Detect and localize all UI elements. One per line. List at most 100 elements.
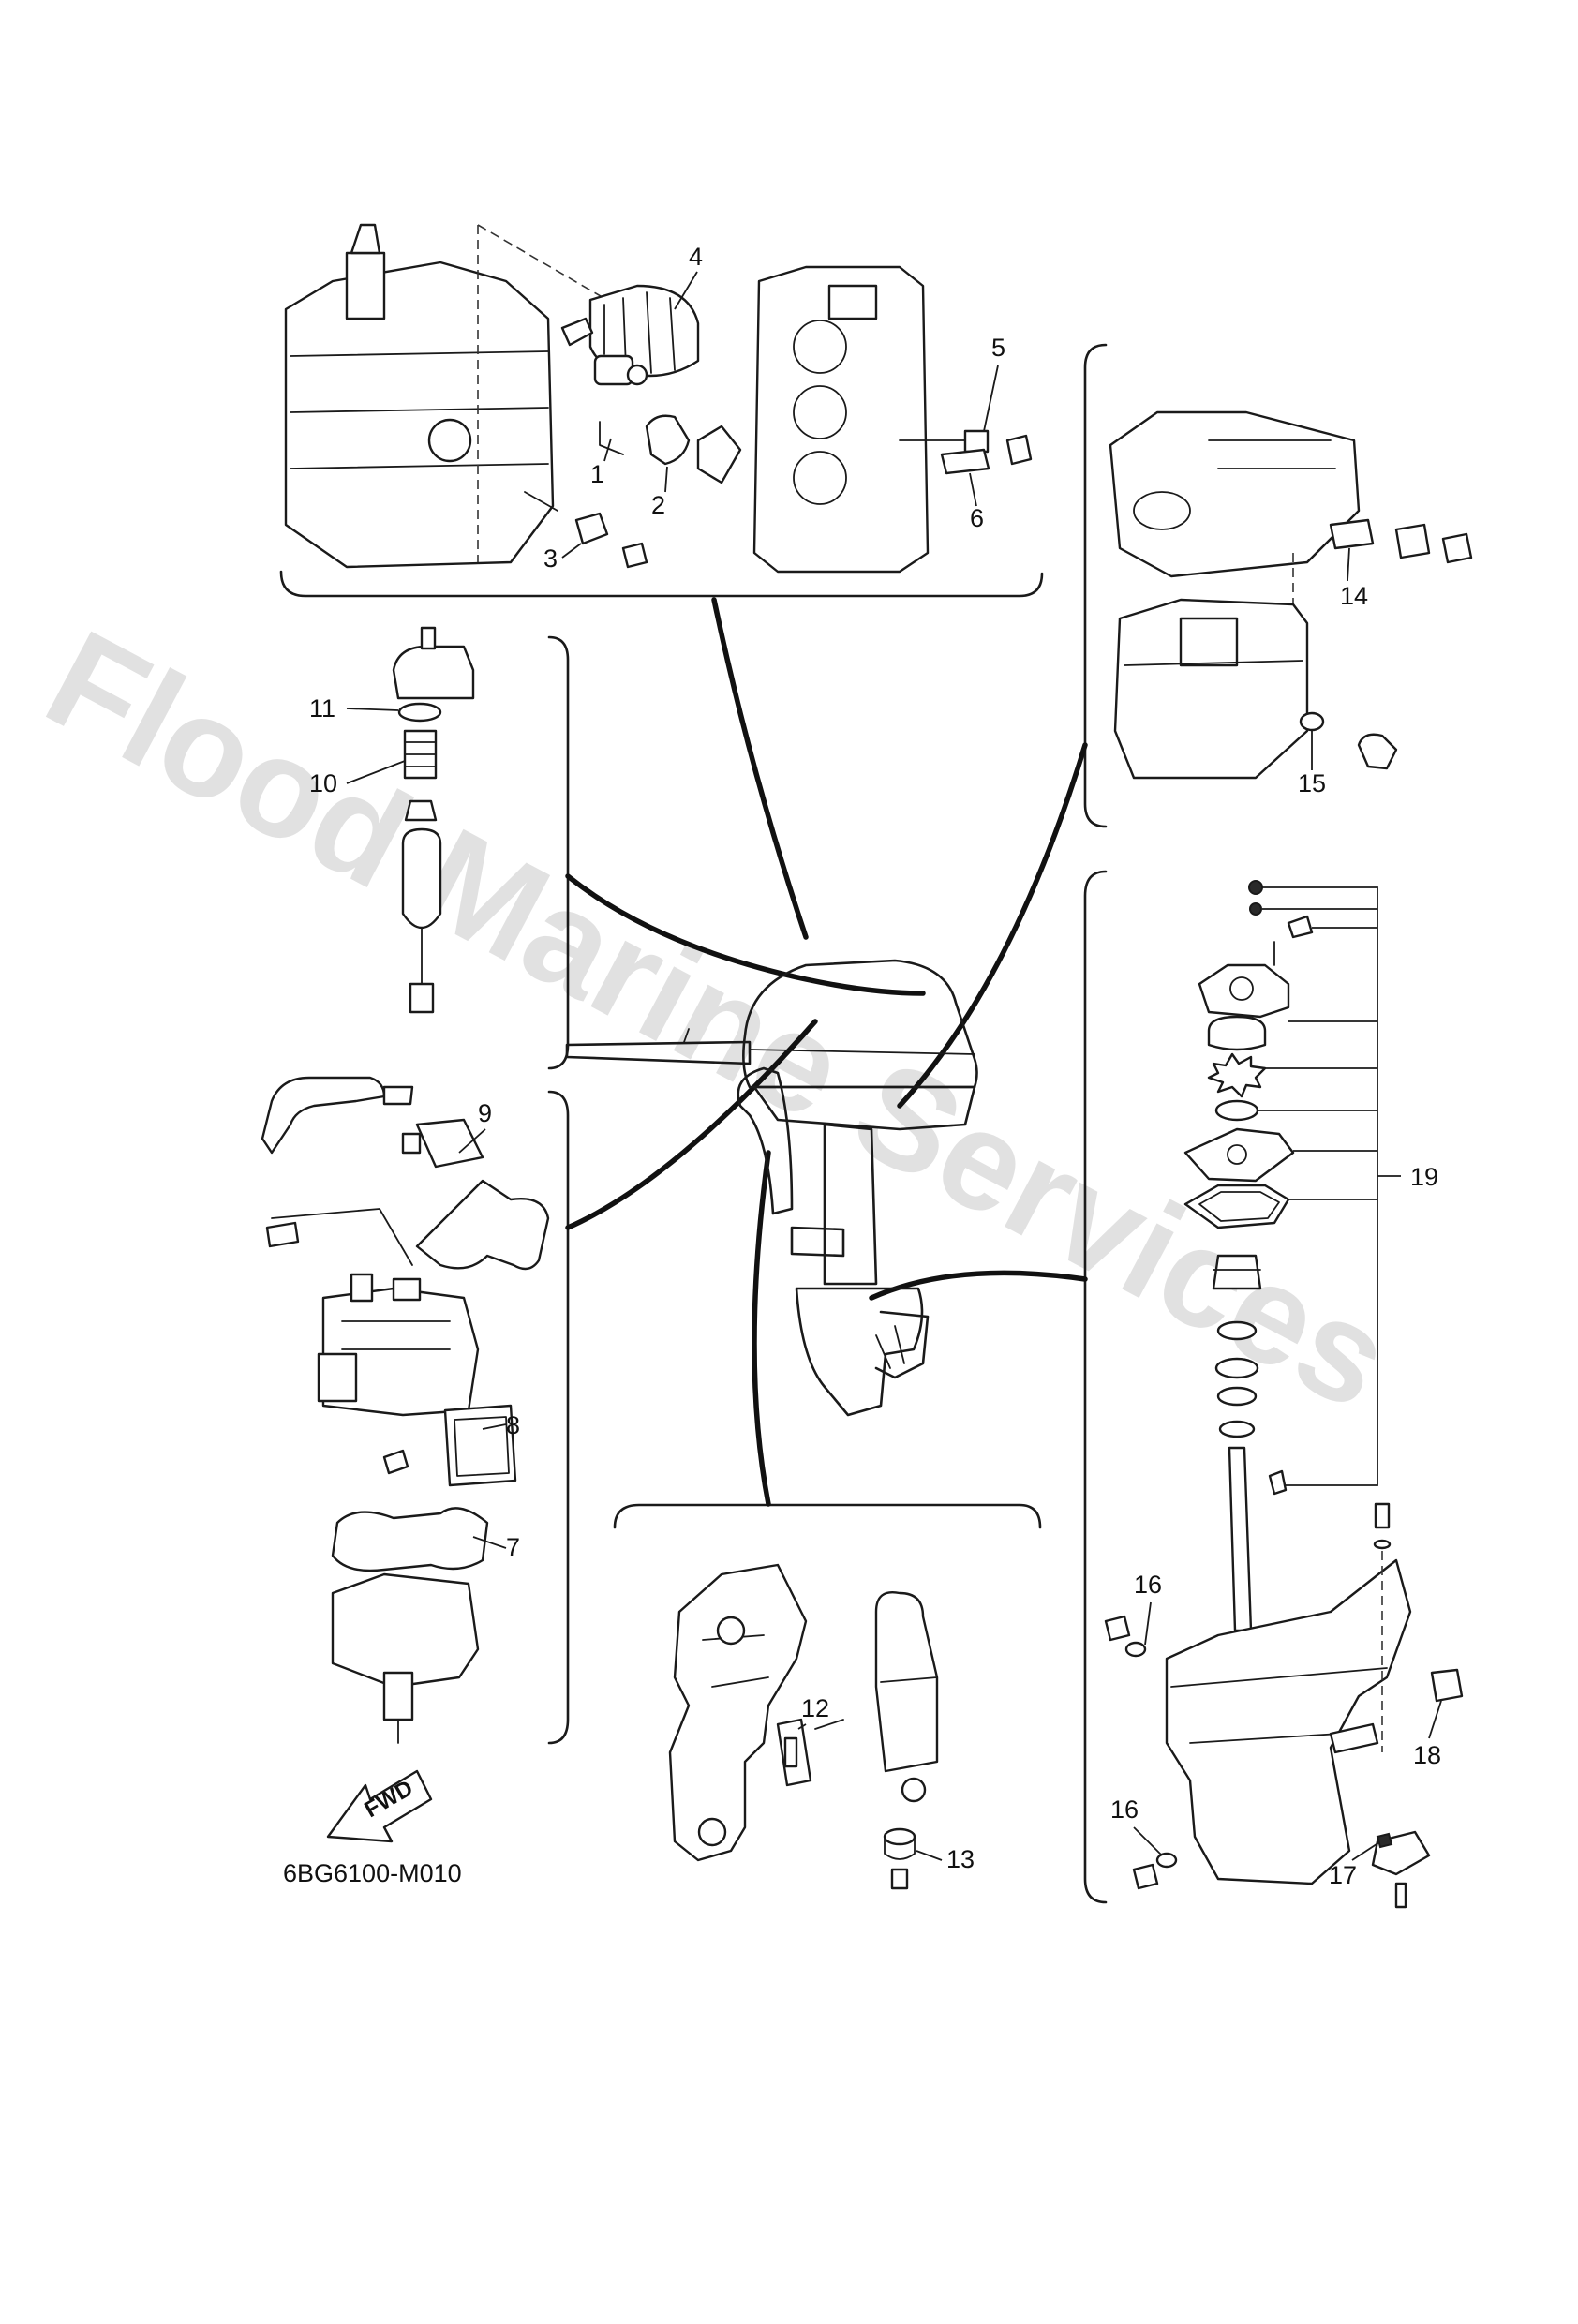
anode-screw xyxy=(524,491,558,512)
exhaust-guide-port xyxy=(1133,491,1191,530)
leader-6 xyxy=(969,472,977,507)
clamp-bracket xyxy=(737,1066,794,1215)
gearcase-nose xyxy=(1329,1722,1379,1754)
head-bolt xyxy=(1005,434,1033,466)
shim xyxy=(1218,1420,1256,1438)
exhaust-guide xyxy=(1109,410,1361,578)
tilt-cylinder-end xyxy=(901,1777,927,1803)
fwd-indicator: FWD xyxy=(326,1769,433,1843)
leader-9 xyxy=(458,1128,486,1154)
carb-idle-screw xyxy=(392,1277,422,1302)
fwd-arrow-icon xyxy=(326,1769,433,1843)
grommet-screw xyxy=(814,1719,844,1730)
bracket-hole-bottom xyxy=(697,1817,727,1847)
pump-oring xyxy=(1214,1099,1259,1122)
tilt-cylinder-band xyxy=(880,1676,938,1683)
filter-bowl xyxy=(401,827,442,930)
combustion-chamber-3 xyxy=(793,451,847,505)
combustion-chamber-1 xyxy=(793,320,847,374)
head-top-boss xyxy=(827,284,878,320)
callout-2: 2 xyxy=(651,491,665,519)
carb-body-lines xyxy=(341,1320,451,1350)
oil-pan-group: 14 15 xyxy=(1109,410,1473,797)
drain-plug-lower xyxy=(1132,1863,1159,1890)
callout-19: 19 xyxy=(1410,1163,1438,1191)
gearcase-line-b xyxy=(1189,1733,1341,1744)
shaft-key xyxy=(1268,1469,1288,1496)
leader-14 xyxy=(1347,547,1350,582)
filter-oring xyxy=(397,702,442,723)
leader-7 xyxy=(472,1536,507,1549)
bearing-cover xyxy=(427,418,472,463)
crankshaft-top xyxy=(345,251,386,320)
pump-housing-hub xyxy=(1229,976,1254,1001)
outboard-motor xyxy=(565,959,978,1417)
bracket-lower-right xyxy=(1083,870,1108,1904)
oil-filter-ribs xyxy=(603,291,676,374)
crankshaft-tip xyxy=(350,223,381,255)
callout-4: 4 xyxy=(689,243,703,271)
lower-unit-group: 19 16 16 17 18 xyxy=(1104,880,1464,1909)
callout-3: 3 xyxy=(543,544,558,573)
pump-inlet xyxy=(401,1132,422,1155)
section-brackets xyxy=(279,343,1108,1904)
leader-2 xyxy=(664,466,668,493)
intake-gasket xyxy=(331,1507,489,1572)
diagram-code: 6BG6100-M010 xyxy=(283,1859,462,1887)
gearcase-washer-top xyxy=(1373,1539,1392,1550)
silencer-drain xyxy=(382,1671,414,1721)
clamp-screw xyxy=(790,1226,845,1258)
bracket-bottom xyxy=(613,1503,1042,1529)
bracket-top xyxy=(279,570,1044,598)
anode-tab xyxy=(1376,1832,1393,1849)
pump-bolt-c xyxy=(1287,915,1314,939)
drain-washer xyxy=(1299,711,1325,732)
drain-plug-upper xyxy=(1104,1615,1131,1642)
callout-16-upper: 16 xyxy=(1134,1571,1162,1599)
oil-switch-washer xyxy=(626,364,648,386)
bracket-upper-right xyxy=(1083,343,1108,828)
leader-13 xyxy=(916,1850,943,1861)
top-cowling xyxy=(742,959,978,1089)
hose-clamp-a xyxy=(382,1085,414,1106)
leader-10 xyxy=(346,760,406,784)
carb-gasket-inner xyxy=(454,1416,510,1477)
leader-18 xyxy=(1428,1700,1442,1739)
bushing-bolt xyxy=(890,1868,909,1890)
fuel-hose-lower xyxy=(415,1179,550,1271)
strainer-fitting xyxy=(1394,523,1431,559)
propeller-blade-lines xyxy=(875,1325,905,1369)
shaft-housing xyxy=(823,1123,878,1286)
leader-16-upper xyxy=(1144,1601,1152,1646)
intake-silencer xyxy=(331,1572,480,1689)
cylinder-head xyxy=(752,265,930,574)
fuel-hose-upper xyxy=(261,1076,386,1155)
callout-17: 17 xyxy=(1329,1861,1357,1889)
carb-screw xyxy=(382,1449,409,1475)
bushing-body xyxy=(884,1836,916,1860)
drain-washer-upper xyxy=(1124,1641,1147,1658)
filter-connector xyxy=(409,982,435,1014)
switch-tab xyxy=(599,421,624,455)
engine-block-group: 1 2 3 4 5 6 xyxy=(284,223,1033,574)
hose-clamp-b xyxy=(265,1221,300,1248)
drain-washer-lower xyxy=(1155,1852,1178,1869)
leader-11 xyxy=(346,708,399,711)
callout-6: 6 xyxy=(970,504,984,532)
filter-element-mesh xyxy=(404,741,437,767)
bracket-hole-top xyxy=(716,1616,746,1646)
callout-14: 14 xyxy=(1340,582,1368,610)
callout-12: 12 xyxy=(801,1694,829,1722)
impeller xyxy=(1207,1052,1267,1098)
connector-upper-left xyxy=(565,873,926,996)
pump-insert xyxy=(1207,1015,1267,1051)
drive-shaft xyxy=(1228,1446,1253,1632)
anode-plug xyxy=(621,542,648,569)
clamp-bracket-body xyxy=(668,1563,808,1862)
carb-float-bowl xyxy=(317,1352,358,1403)
callout-16-lower: 16 xyxy=(1110,1795,1139,1824)
thermostat-cover xyxy=(696,425,742,484)
combustion-chamber-2 xyxy=(793,385,847,439)
callout-7: 7 xyxy=(506,1533,520,1561)
